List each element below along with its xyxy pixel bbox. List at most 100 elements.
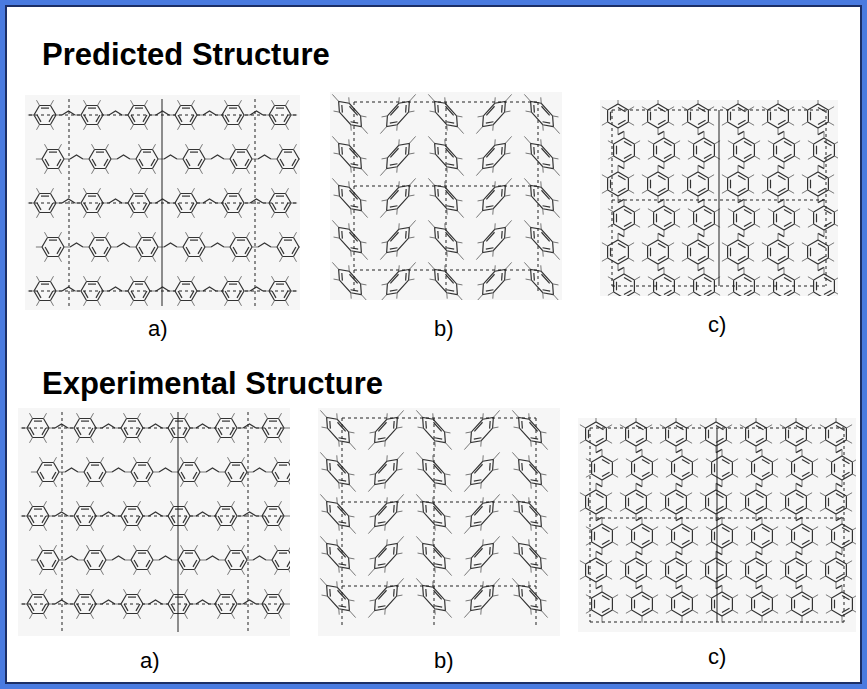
molecule-line <box>610 180 611 189</box>
molecule-line <box>846 440 852 443</box>
molecule-line <box>84 551 106 570</box>
molecule-line <box>624 154 632 158</box>
molecule-line <box>40 482 43 487</box>
molecule-line <box>652 542 658 545</box>
molecule-line <box>178 115 182 122</box>
benzene-ring <box>820 418 852 453</box>
molecule-line <box>648 224 654 227</box>
molecule-line <box>486 203 494 211</box>
molecule-line <box>203 199 216 203</box>
molecule-line <box>447 245 455 253</box>
benzene-ring <box>740 418 772 453</box>
molecule-line <box>686 440 692 443</box>
molecule-line <box>153 257 156 262</box>
molecule-line <box>225 276 228 281</box>
benzene-ring <box>361 572 412 625</box>
molecule-line <box>232 465 240 466</box>
molecule-line <box>186 257 189 262</box>
crystal-packing-view <box>318 408 560 636</box>
molecule-line <box>806 508 812 511</box>
molecule-line <box>178 301 181 306</box>
molecule-line <box>476 211 482 218</box>
molecule-line <box>632 456 653 480</box>
molecule-line <box>541 569 547 576</box>
molecule-line <box>382 155 388 161</box>
molecule-line <box>382 441 388 447</box>
molecule-line <box>526 539 532 545</box>
molecule-line <box>784 199 785 206</box>
molecule-line <box>648 292 654 295</box>
molecule-line <box>738 233 744 236</box>
molecule-line <box>30 589 33 594</box>
benzene-ring <box>740 483 772 520</box>
molecule-line <box>286 125 289 130</box>
molecule-line <box>346 265 352 271</box>
molecule-line <box>433 422 441 431</box>
molecule-line <box>101 457 104 462</box>
molecule-line <box>654 138 675 162</box>
molecule-line <box>135 284 143 285</box>
molecule-line <box>334 109 340 115</box>
molecule-line <box>692 542 698 545</box>
molecule-line <box>732 459 738 462</box>
molecule-line <box>349 569 355 576</box>
molecule-line <box>748 498 749 507</box>
molecule-line <box>728 292 734 295</box>
molecule-line <box>37 463 59 482</box>
molecule-line <box>190 203 194 210</box>
molecule-line <box>277 428 281 435</box>
molecule-line <box>802 472 810 476</box>
molecule-line <box>480 455 486 461</box>
molecule-line <box>272 301 275 306</box>
molecule-line <box>271 159 277 160</box>
molecule-line <box>334 151 340 157</box>
molecule-line <box>808 172 829 196</box>
molecule-line <box>138 438 141 443</box>
molecule-line <box>486 245 494 253</box>
molecule-line <box>280 232 283 237</box>
molecule-line <box>493 578 499 585</box>
molecule-line <box>756 493 764 497</box>
molecule-line <box>540 209 546 215</box>
molecule-line <box>676 493 684 497</box>
molecule-line <box>664 222 672 226</box>
molecule-line <box>478 441 484 447</box>
molecule-line <box>478 525 484 531</box>
molecule-line <box>185 526 188 531</box>
molecule-line <box>289 570 291 575</box>
molecule-line <box>808 209 814 212</box>
molecule-line <box>478 239 484 245</box>
benzene-ring <box>457 446 508 499</box>
molecule-line <box>382 239 388 245</box>
molecule-line <box>430 277 436 283</box>
molecule-line <box>694 206 715 230</box>
molecule-line <box>432 525 438 531</box>
molecule-line <box>706 490 727 514</box>
molecule-line <box>824 162 825 169</box>
molecule-line <box>181 472 185 479</box>
molecule-line <box>346 97 352 103</box>
molecule-line <box>457 155 463 161</box>
molecule-line <box>175 421 183 422</box>
molecule-line <box>394 167 400 173</box>
molecule-line <box>642 122 648 125</box>
molecule-line <box>233 257 236 262</box>
molecule-line <box>172 472 178 473</box>
molecule-line <box>338 189 346 197</box>
molecule-line <box>682 540 690 544</box>
molecule-line <box>45 144 48 149</box>
molecule-line <box>143 152 151 153</box>
molecule-line <box>794 224 800 227</box>
molecule-line <box>195 570 198 575</box>
molecule-line <box>688 172 709 196</box>
molecule-line <box>346 223 352 229</box>
molecule-line <box>52 472 56 479</box>
molecule-line <box>524 94 530 101</box>
benzene-ring <box>762 165 794 202</box>
molecule-line <box>650 248 651 257</box>
molecule-line <box>768 104 789 128</box>
molecule-line <box>746 474 752 477</box>
molecule-line <box>172 560 178 561</box>
molecule-line <box>272 463 290 482</box>
molecule-line <box>52 560 56 567</box>
